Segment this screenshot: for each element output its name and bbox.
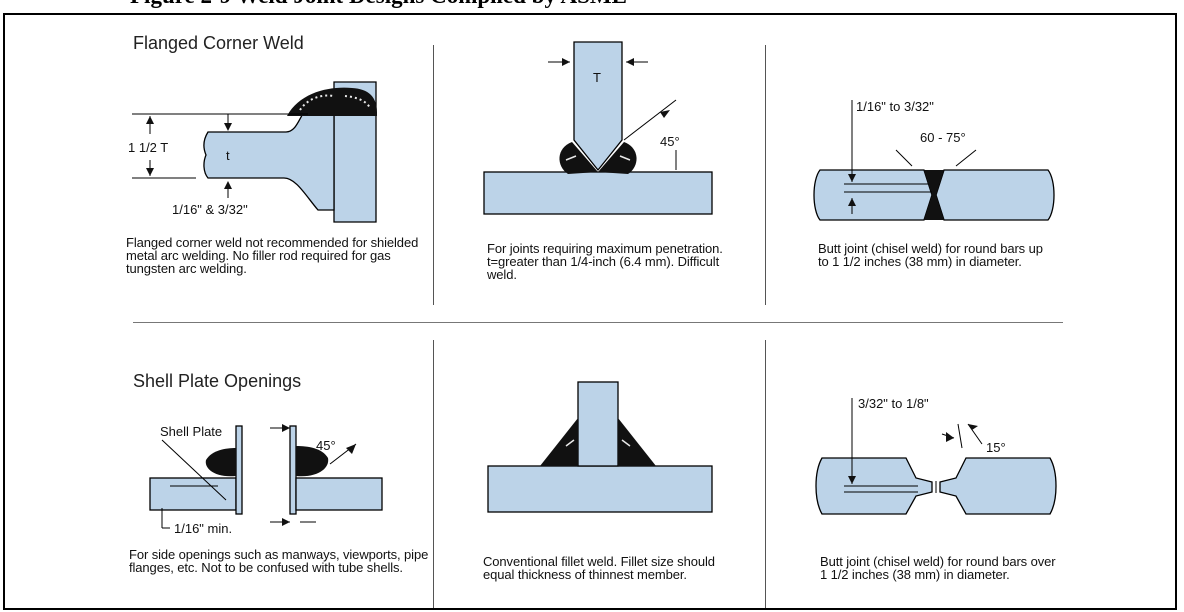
- caption-round-bar-over: Butt joint (chisel weld) for round bars …: [820, 554, 1056, 582]
- chisel-weld: [924, 170, 944, 220]
- left-fillet: [540, 418, 578, 466]
- right-fillet: [618, 418, 656, 466]
- gap-label: 3/32" to 1/8": [858, 396, 929, 411]
- min-label: 1/16" min.: [174, 521, 232, 536]
- column-divider: [433, 340, 434, 608]
- right-weld: [598, 142, 637, 174]
- left-fillet: [205, 448, 236, 477]
- angle-label: 15°: [986, 440, 1006, 455]
- right-bar: [939, 457, 1057, 515]
- caption-maximum-penetration: For joints requiring maximum penetration…: [487, 241, 723, 282]
- upright-plate: [577, 381, 619, 467]
- upright-plate: [573, 41, 623, 172]
- thickness-label: T: [593, 70, 601, 85]
- caption-shell-plate-openings: For side openings such as manways, viewp…: [129, 547, 429, 575]
- caption-flanged-corner-weld: Flanged corner weld not recommended for …: [126, 235, 419, 276]
- section-title-shell-plate-openings: Shell Plate Openings: [133, 371, 302, 391]
- thickness-label: t: [226, 148, 230, 163]
- round-bar-over-figure: 3/32" to 1/8" 15°: [815, 396, 1057, 515]
- height-label: 1 1/2 T: [128, 140, 168, 155]
- angle-label: 45°: [316, 438, 336, 453]
- gap-label: 1/16" to 3/32": [856, 99, 934, 114]
- column-divider: [765, 45, 766, 305]
- shell-plate-figure: Shell Plate 45° 1/16" min.: [149, 424, 383, 536]
- base-plate: [487, 465, 713, 513]
- corner-weld-bead: [287, 87, 378, 116]
- angle-label: 45°: [660, 134, 680, 149]
- document-heading: Figure 2-9 Weld Joint Designs Compiled b…: [130, 0, 627, 9]
- caption-conventional-fillet: Conventional fillet weld. Fillet size sh…: [483, 554, 715, 582]
- left-bar: [813, 169, 933, 221]
- shell-plate-label: Shell Plate: [160, 424, 222, 439]
- shell-plate-right: [295, 477, 383, 511]
- maximum-penetration-figure: T 45°: [483, 41, 713, 215]
- left-weld: [559, 142, 598, 174]
- section-title-flanged-corner-weld: Flanged Corner Weld: [133, 33, 304, 53]
- row-divider: [133, 322, 1063, 323]
- angle-label: 60 - 75°: [920, 130, 966, 145]
- flanged-corner-weld-figure: 1 1/2 T t 1/16" & 3/32": [128, 81, 378, 223]
- round-bar-butt-figure: 1/16" to 3/32" 60 - 75°: [813, 99, 1055, 221]
- right-fillet: [296, 446, 329, 477]
- conventional-fillet-figure: [487, 381, 713, 513]
- caption-round-bar-up-to: Butt joint (chisel weld) for round bars …: [818, 241, 1043, 269]
- column-divider: [765, 340, 766, 608]
- gap-label: 1/16" & 3/32": [172, 202, 248, 217]
- right-bar: [935, 169, 1055, 221]
- column-divider: [433, 45, 434, 305]
- content-frame: [3, 13, 1177, 610]
